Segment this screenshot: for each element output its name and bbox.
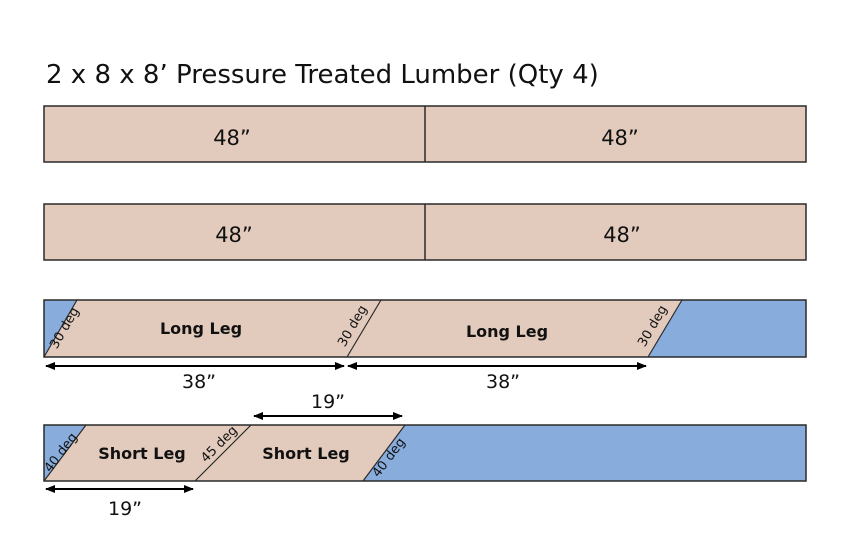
diagram-title: 2 x 8 x 8’ Pressure Treated Lumber (Qty … [46,60,599,90]
short-leg-piece [195,425,405,481]
piece-length-label: 48” [215,223,253,247]
long-leg-piece [44,300,381,357]
dimension-label: 19” [311,391,345,413]
angled-cut-line [43,424,87,482]
dimension-label: 19” [108,498,142,520]
board-1: 48” 48” [43,105,807,163]
angled-cut-line [194,424,252,482]
piece-length-label: 48” [603,223,641,247]
board-3: Long Leg Long Leg 30 deg 30 deg 30 deg 3… [43,299,807,393]
waste-offcut [363,425,806,481]
board-3-outline [43,299,807,358]
short-leg-piece [44,425,251,481]
piece-label: Short Leg [262,444,350,463]
piece-length-label: 48” [213,126,251,150]
dimension-label: 38” [182,371,216,393]
long-leg-piece [347,300,682,357]
angled-cut-line [43,299,78,358]
board-4: Short Leg Short Leg 40 deg 45 deg 40 deg… [42,391,807,520]
angled-cut-line [346,299,382,358]
piece-label: Long Leg [160,319,242,338]
angled-cut-line [647,299,683,358]
piece-label: Long Leg [466,322,548,341]
angled-cut-line [362,424,406,482]
board-2: 48” 48” [43,203,807,261]
waste-offcut [648,300,806,357]
piece-label: Short Leg [98,444,186,463]
dimension-label: 38” [486,371,520,393]
board-4-outline [43,424,807,482]
piece-length-label: 48” [601,126,639,150]
